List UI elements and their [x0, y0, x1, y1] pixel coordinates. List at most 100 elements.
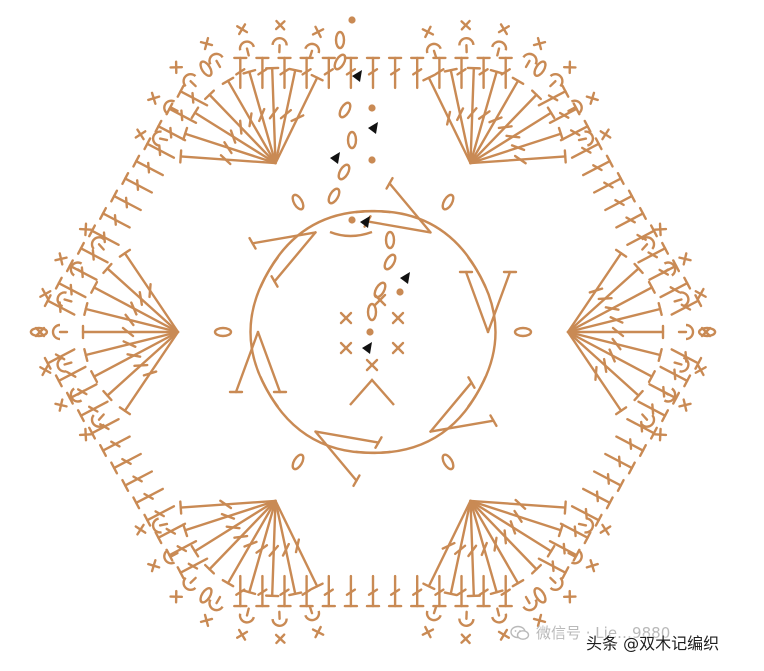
fan-ray-stitch [264, 499, 280, 598]
double-crochet-symbol [321, 56, 336, 90]
fan-ray-stitch [443, 499, 472, 597]
chain-symbol [384, 230, 396, 250]
cup-stitch [577, 130, 595, 147]
double-crochet-symbol [582, 154, 614, 177]
single-crochet-symbol [700, 326, 712, 338]
single-crochet [274, 633, 286, 645]
fan-ray-stitch [190, 499, 277, 558]
edge-double-crochet [255, 574, 270, 608]
cup-stitch-symbol [271, 610, 288, 627]
center-chain [384, 230, 396, 250]
chain-symbol [383, 253, 397, 271]
edge-double-crochet [110, 452, 142, 475]
single-crochet-symbol [199, 613, 214, 628]
v-stitch-pair [458, 270, 518, 334]
center-single-crochet [339, 311, 353, 325]
cup-stitch-symbol [458, 610, 475, 627]
cup-stitch-symbol [577, 517, 595, 534]
cup-stitch-symbol [163, 99, 179, 115]
edge-double-crochet [54, 365, 87, 388]
cup-stitch-symbol [549, 576, 564, 591]
double-crochet-symbol [343, 574, 359, 608]
edge-double-crochet [454, 56, 469, 90]
edge-double-crochet [570, 505, 603, 527]
single-crochet [199, 36, 214, 51]
fan-ray-stitch [221, 76, 277, 165]
single-crochet [236, 628, 249, 641]
cup-stitch-symbol [271, 37, 288, 54]
cup-stitch [458, 37, 475, 54]
cup-stitch [208, 595, 224, 612]
double-crochet-symbol [43, 294, 76, 316]
fan-ray-stitch [182, 126, 277, 165]
double-crochet-symbol [110, 452, 142, 475]
double-crochet-symbol [143, 137, 176, 159]
single-crochet-symbol [365, 358, 379, 372]
single-crochet [147, 91, 161, 105]
single-crochet-symbol [39, 363, 52, 377]
center-chain [383, 253, 397, 271]
double-crochet-symbol [255, 574, 270, 608]
chain-stitch [441, 453, 455, 471]
single-crochet [54, 398, 68, 412]
cup-stitch-symbol [567, 99, 583, 115]
double-crochet-symbol [570, 505, 603, 527]
fan-segment [134, 376, 391, 645]
double-crochet-symbol [343, 56, 359, 90]
cup-stitch [56, 356, 73, 373]
double-crochet-symbol [432, 574, 447, 608]
fan-ray-stitch [81, 324, 180, 340]
chain-symbol [346, 130, 358, 150]
chain-symbol [334, 30, 346, 50]
single-crochet-symbol [562, 589, 577, 604]
cup-stitch [640, 236, 656, 251]
cup-stitch [182, 73, 197, 88]
fan-ray-stitch [466, 66, 482, 165]
double-crochet-symbol [121, 470, 154, 492]
edge-double-crochet [604, 452, 636, 475]
cup-stitch-symbol [425, 605, 442, 622]
single-crochet [147, 559, 161, 573]
chain-symbol [291, 453, 305, 471]
edge-double-crochet [299, 574, 314, 608]
double-crochet-symbol [432, 56, 447, 90]
single-crochet-symbol [274, 19, 286, 31]
double-crochet-symbol [76, 400, 109, 423]
cup-stitch-symbol [640, 413, 656, 428]
double-crochet-symbol [593, 470, 625, 492]
double-crochet-symbol [43, 348, 76, 370]
edge-double-crochet [99, 435, 131, 458]
corner-chain-loop [199, 587, 213, 604]
edge-double-crochet [299, 56, 314, 90]
edge-double-crochet [476, 574, 491, 608]
single-crochet [497, 23, 510, 36]
double-crochet-symbol [454, 574, 469, 608]
start-marker-triangle [330, 152, 340, 164]
single-crochet [169, 589, 184, 604]
cup-stitch-symbol [549, 73, 564, 88]
double-crochet-symbol [570, 137, 603, 159]
cup-stitch [238, 40, 255, 57]
cup-stitch-symbol [151, 130, 169, 147]
edge-double-crochet [559, 119, 592, 142]
single-crochet-symbol [373, 293, 387, 307]
cup-stitch-symbol [660, 387, 677, 403]
cup-stitch [163, 549, 179, 565]
start-marker-triangle [362, 342, 372, 354]
cup-stitch [69, 387, 86, 403]
edge-double-crochet [582, 154, 614, 177]
double-crochet-symbol [498, 574, 513, 608]
start-markers [330, 70, 410, 354]
double-crochet-symbol [365, 56, 381, 90]
fan-ray-stitch [274, 499, 324, 591]
chain-stitch [513, 326, 533, 338]
single-crochet [694, 287, 707, 301]
double-crochet-symbol [176, 557, 209, 580]
fan-ray-stitch [242, 499, 277, 596]
cup-stitch-symbol [163, 549, 179, 565]
edge-double-crochet [615, 206, 647, 229]
single-crochet [460, 19, 472, 31]
single-crochet [653, 222, 668, 237]
single-crochet-symbol [460, 19, 472, 31]
corner-chain-loop [29, 326, 49, 338]
